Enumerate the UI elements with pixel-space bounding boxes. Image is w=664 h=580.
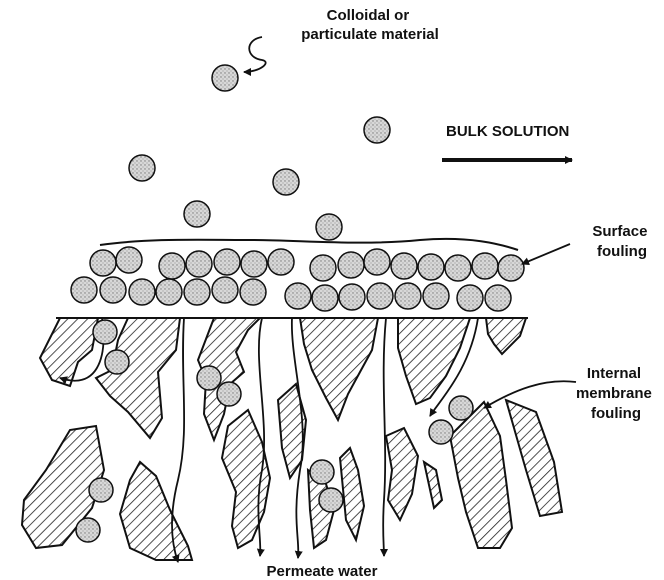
particle — [156, 279, 182, 305]
particle — [129, 155, 155, 181]
particle — [214, 249, 240, 275]
membrane-matrix — [22, 318, 562, 560]
particle — [89, 478, 113, 502]
particle — [367, 283, 393, 309]
membrane-fragment — [398, 318, 470, 404]
particle — [338, 252, 364, 278]
colloidal-pointer-arrow — [244, 37, 266, 72]
particle — [184, 201, 210, 227]
membrane-fragment — [424, 462, 442, 508]
permeate-label: Permeate water — [267, 563, 378, 580]
particle — [184, 279, 210, 305]
membrane-fragment — [120, 462, 192, 560]
particle — [105, 350, 129, 374]
bulk-particles — [129, 65, 390, 240]
particle — [285, 283, 311, 309]
colloidal-label-line-1: Colloidal or — [327, 7, 410, 24]
membrane-fragment — [386, 428, 418, 520]
particle — [159, 253, 185, 279]
colloidal-label: Colloidal or particulate material — [301, 7, 439, 43]
membrane-fragment — [506, 400, 562, 516]
particle — [100, 277, 126, 303]
particle — [391, 253, 417, 279]
particle — [429, 420, 453, 444]
particle — [310, 460, 334, 484]
particle — [197, 366, 221, 390]
surface-fouling-label-line-1: Surface — [592, 223, 647, 240]
internal-fouling-pointer-arrow — [484, 381, 576, 408]
particle — [212, 65, 238, 91]
particle — [445, 255, 471, 281]
particle — [472, 253, 498, 279]
membrane-fragment — [300, 318, 378, 420]
particle — [423, 283, 449, 309]
particle — [268, 249, 294, 275]
bulk-solution-label: BULK SOLUTION — [446, 123, 569, 140]
particle — [240, 279, 266, 305]
cake-layer-outline — [100, 239, 518, 250]
particle — [485, 285, 511, 311]
particle — [316, 214, 342, 240]
particle — [498, 255, 524, 281]
particle — [364, 249, 390, 275]
membrane-fragment — [450, 402, 512, 548]
particle — [273, 169, 299, 195]
particle — [310, 255, 336, 281]
internal-fouling-label: Internal membrane fouling — [576, 365, 656, 422]
surface-fouling-pointer-arrow — [522, 244, 570, 264]
flow-arrow — [383, 318, 386, 556]
particle — [339, 284, 365, 310]
particle — [90, 250, 116, 276]
particle — [241, 251, 267, 277]
internal-fouling-label-line-2: membrane — [576, 385, 652, 402]
particle — [76, 518, 100, 542]
particle — [186, 251, 212, 277]
particle — [319, 488, 343, 512]
particle — [217, 382, 241, 406]
internal-fouling-label-line-3: fouling — [591, 405, 641, 422]
surface-fouling-label-line-2: fouling — [597, 243, 647, 260]
surface-particles — [71, 247, 524, 311]
surface-fouling-label: Surface fouling — [592, 223, 651, 260]
colloidal-label-line-2: particulate material — [301, 26, 439, 43]
particle — [449, 396, 473, 420]
membrane-fragment — [340, 448, 364, 540]
particle — [116, 247, 142, 273]
particle — [457, 285, 483, 311]
particle — [312, 285, 338, 311]
particle — [212, 277, 238, 303]
membrane-fragment — [486, 318, 526, 354]
particle — [395, 283, 421, 309]
particle — [93, 320, 117, 344]
particle — [364, 117, 390, 143]
membrane-fragment — [222, 410, 270, 548]
particle — [418, 254, 444, 280]
particle — [71, 277, 97, 303]
internal-fouling-label-line-1: Internal — [587, 365, 641, 382]
particle — [129, 279, 155, 305]
